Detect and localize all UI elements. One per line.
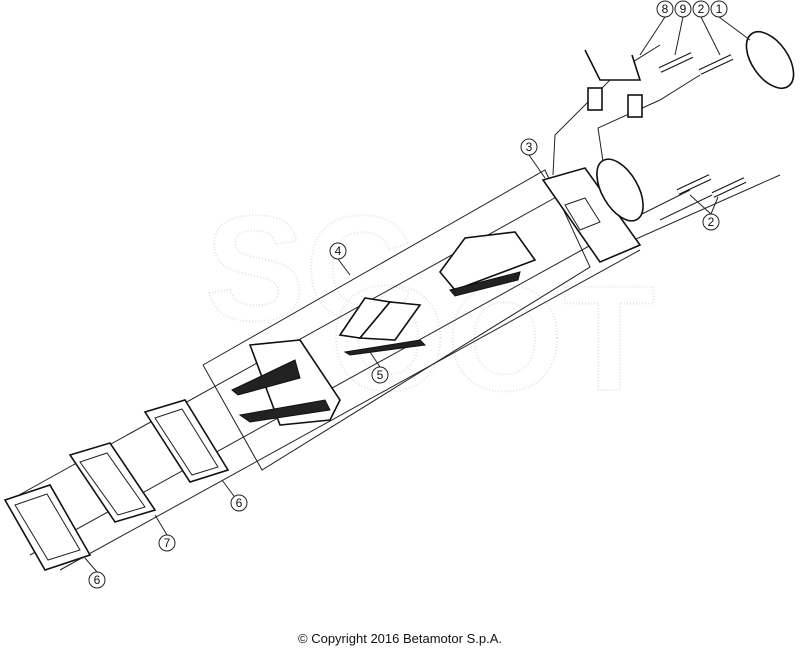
hose-clamp-1 [745,31,795,89]
reed-block [438,231,537,297]
callout-7: 7 [158,534,176,552]
svg-text:7: 7 [164,536,171,550]
leader-lines [84,16,751,573]
reed-petals-5 [338,297,427,356]
callout-4: 4 [329,242,347,260]
callout-6-front: 6 [88,571,106,589]
copyright-text: © Copyright 2016 Betamotor S.p.A. [298,631,502,646]
callout-5: 5 [371,366,389,384]
callout-8: 8 [656,0,674,18]
svg-text:2: 2 [708,215,715,229]
callout-6-rear: 6 [230,494,248,512]
callout-2-top: 2 [692,0,710,18]
svg-text:2: 2 [698,2,705,16]
svg-text:3: 3 [526,140,533,154]
svg-text:8: 8 [662,2,669,16]
callout-2-bottom: 2 [702,213,720,231]
reed-valve-assembly-box [202,169,591,471]
spacer-7 [68,442,157,523]
gasket-6-rear [143,399,230,483]
svg-text:9: 9 [680,2,687,16]
intake-manifold-3 [541,158,644,263]
reed-cage [231,339,341,426]
svg-text:6: 6 [236,496,243,510]
svg-text:6: 6 [94,573,101,587]
callout-1: 1 [710,0,728,18]
svg-text:4: 4 [335,244,342,258]
svg-text:1: 1 [716,2,723,16]
bracket-8 [584,49,643,118]
callout-9: 9 [674,0,692,18]
callout-3: 3 [520,138,538,156]
gasket-6-front [3,484,92,571]
bolts [658,52,747,198]
svg-text:5: 5 [377,368,384,382]
